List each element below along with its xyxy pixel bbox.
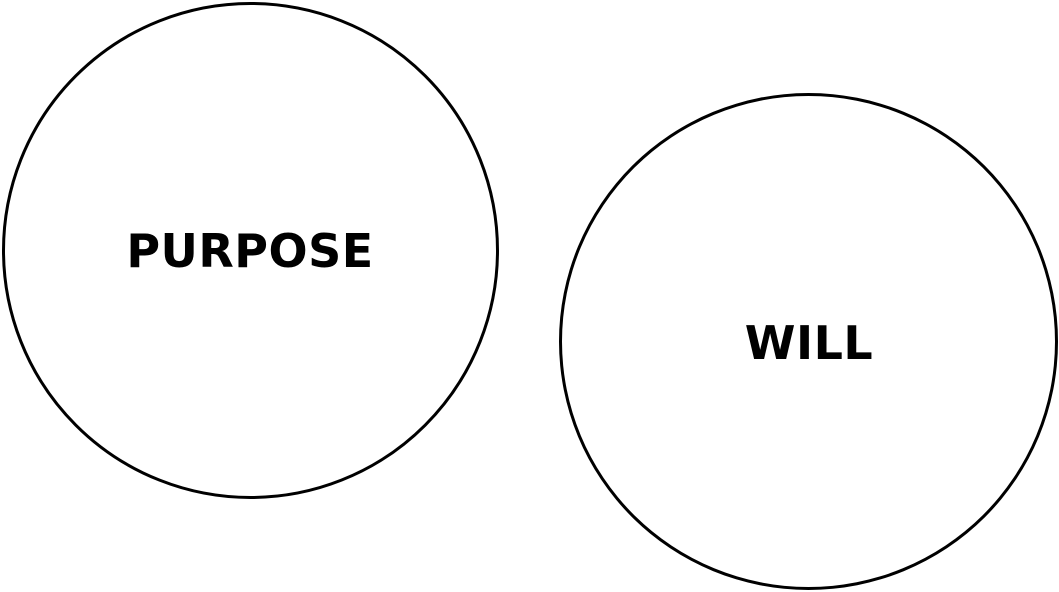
will-label: WILL xyxy=(744,316,874,370)
will-circle xyxy=(559,93,1058,590)
purpose-circle xyxy=(2,2,499,499)
purpose-label: PURPOSE xyxy=(126,224,374,278)
